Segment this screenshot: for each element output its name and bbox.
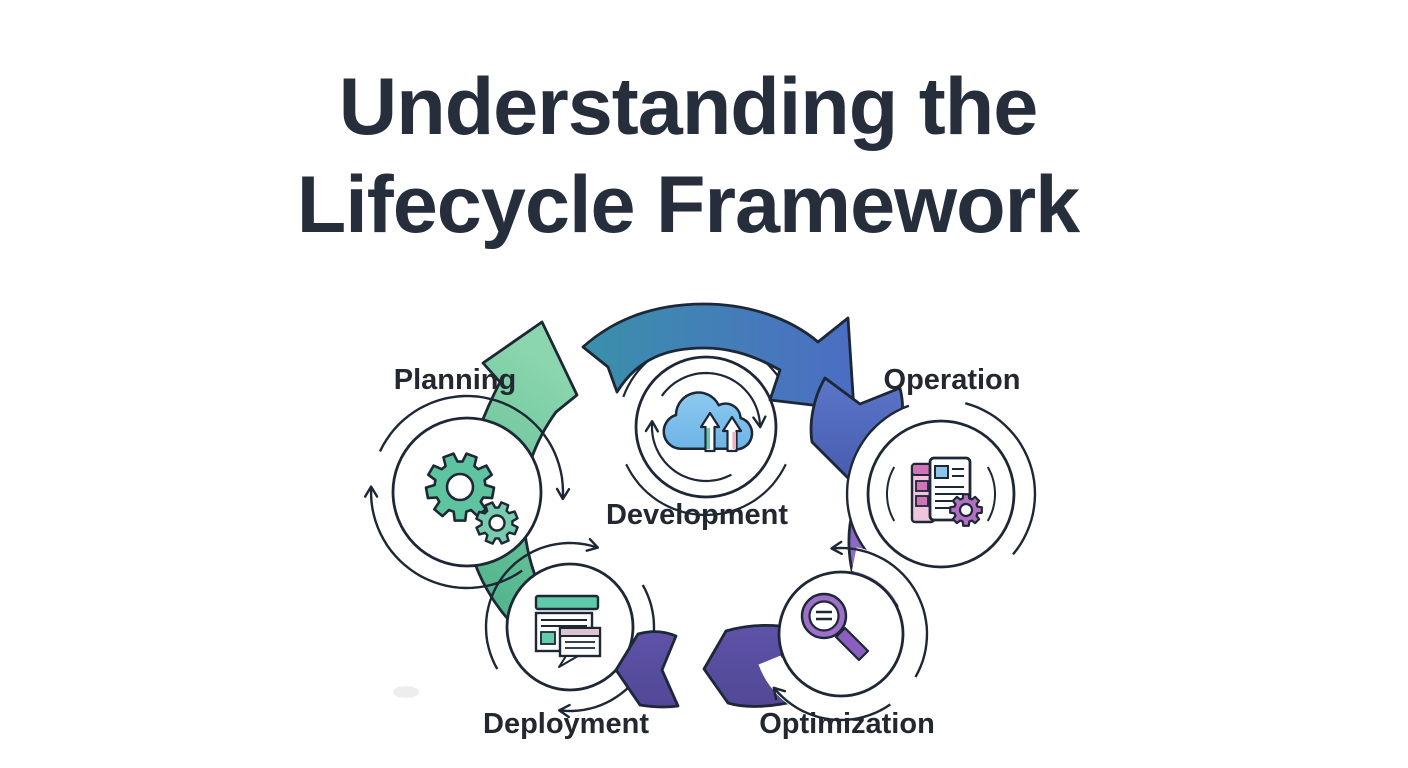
gear-large-hole	[445, 472, 475, 502]
development-swirl-arc	[625, 463, 787, 516]
label-deployment: Deployment	[483, 708, 649, 740]
stage-node-planning	[363, 394, 571, 590]
upload-arrow-teal-stripe	[706, 428, 711, 449]
development-cycle-arrow	[644, 420, 732, 483]
operation-ring-mask	[845, 400, 989, 589]
flow-chevron-left	[614, 630, 680, 709]
gear-small-hole	[488, 514, 506, 532]
doc-text-lines	[935, 486, 964, 509]
magnifier-handle	[834, 626, 870, 662]
doc-back-block	[915, 480, 929, 492]
document-gear-icon	[910, 456, 983, 527]
flow-arrow-top	[581, 302, 856, 412]
stage-node-operation	[845, 400, 1037, 589]
stage-node-development	[622, 337, 787, 516]
doc-short-lines	[952, 468, 964, 477]
label-planning: Planning	[394, 364, 516, 396]
optimization-cycle-arrow	[772, 686, 891, 722]
upload-arrow-pink-stripe	[732, 432, 736, 449]
artifact-smudge	[393, 686, 419, 698]
planning-cycle-arrow	[363, 485, 523, 590]
deployment-cycle-arrow	[484, 537, 600, 670]
planning-cycle-arrow	[378, 394, 571, 501]
optimization-cycle-arrow	[830, 540, 929, 678]
optimization-ring-mask	[851, 547, 930, 671]
doc-blue-square	[934, 465, 949, 479]
page-title: Understanding the Lifecycle Framework	[0, 58, 1392, 254]
label-operation: Operation	[884, 364, 1021, 396]
optimization-ring-mask	[758, 655, 831, 721]
title-line-2: Lifecycle Framework	[296, 160, 1080, 250]
operation-bracket-arc	[986, 466, 996, 522]
development-cycle-arrow	[660, 371, 767, 429]
window-teal-square	[540, 631, 556, 645]
window-overlay-lines	[565, 641, 595, 649]
window-overlay-header	[559, 627, 601, 637]
operation-swirl-arc	[964, 402, 1037, 556]
magnifier-icon	[800, 592, 870, 662]
stage-node-deployment	[484, 537, 656, 719]
speech-bubble-tail	[558, 655, 579, 668]
upload-arrow-pink	[721, 415, 743, 453]
gears-icon	[424, 452, 519, 545]
label-development: Development	[606, 499, 788, 531]
doc-back-block	[915, 495, 929, 507]
label-optimization: Optimization	[759, 708, 935, 740]
stage-node-optimization	[758, 540, 930, 722]
doc-gear-hole	[958, 502, 974, 518]
cloud-upload-icon	[662, 391, 754, 453]
window-teal-bar	[534, 594, 600, 611]
browser-windows-icon	[534, 594, 602, 668]
operation-bracket-arc	[886, 466, 896, 522]
magnifier-lens	[808, 600, 840, 632]
window-text-lines	[541, 619, 587, 627]
magnifier-lens-lines	[816, 610, 832, 621]
title-line-1: Understanding the	[338, 62, 1039, 152]
